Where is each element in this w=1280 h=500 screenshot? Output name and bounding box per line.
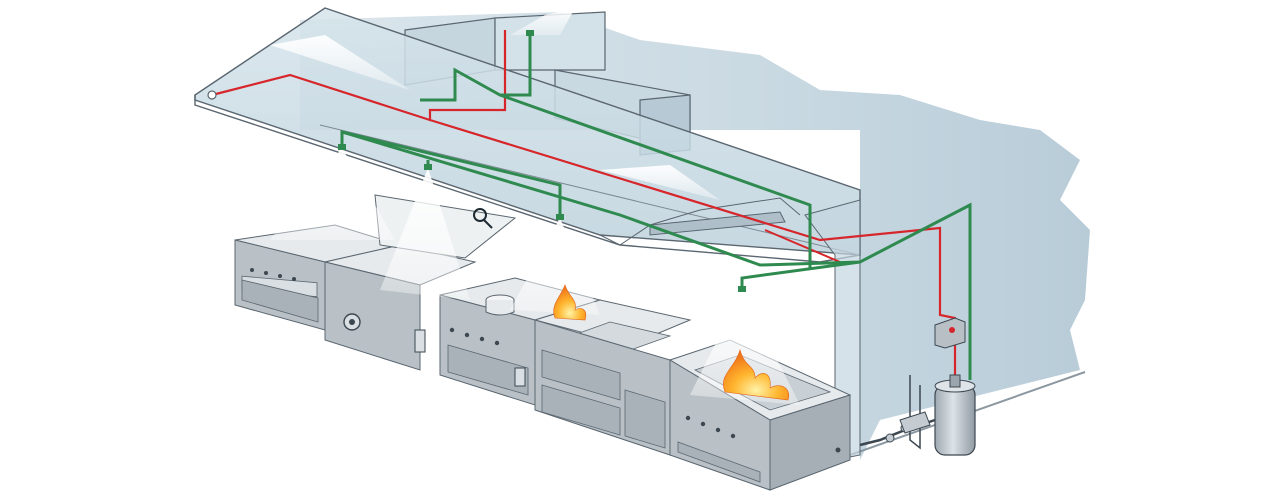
control-box-icon [934, 317, 966, 349]
flame-icon [723, 348, 790, 401]
griddle-icon [533, 299, 692, 456]
appliance-spray-cones [270, 148, 800, 405]
spray-nozzle-icon [338, 30, 746, 292]
flame-icon [553, 284, 587, 321]
spray-nozzle-icon [270, 8, 720, 200]
pot-icon [485, 294, 515, 316]
fusible-link-icon [207, 90, 217, 100]
agent-cylinder-icon [859, 374, 976, 456]
kettle-handle [473, 208, 493, 229]
